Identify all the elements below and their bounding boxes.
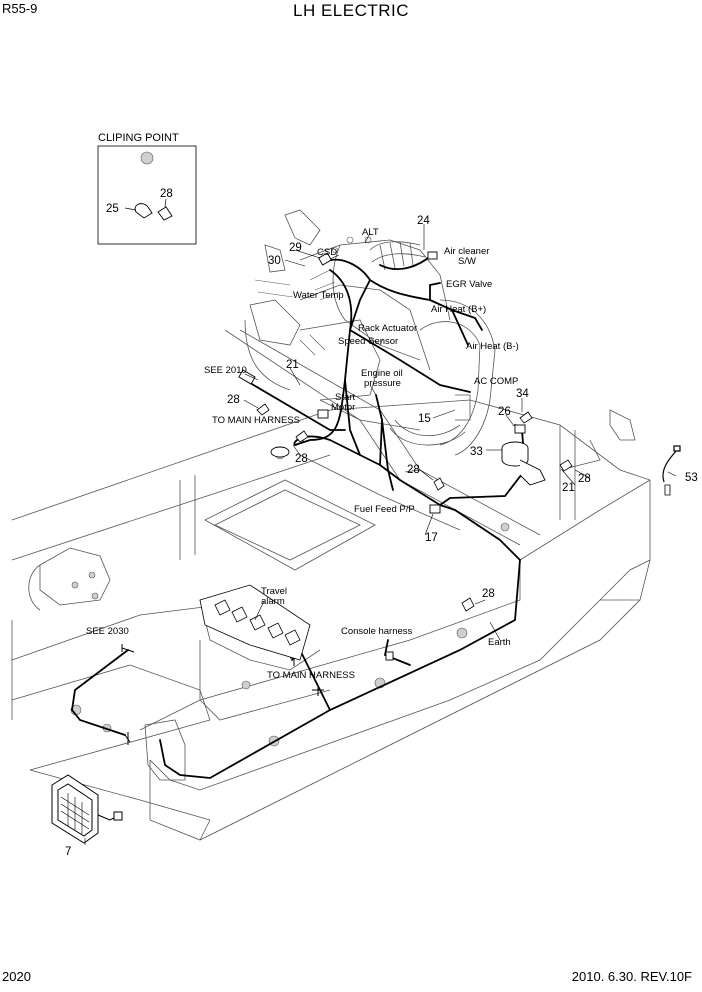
grommet-holes: [70, 450, 510, 747]
part-26: 26: [498, 406, 511, 418]
label-travel-alarm-2: alarm: [261, 596, 285, 607]
part-17: 17: [425, 532, 438, 544]
part-7: 7: [65, 846, 71, 858]
label-alt: ALT: [362, 227, 379, 238]
cliping-part-25: 25: [106, 203, 119, 215]
label-engine-oil-2: pressure: [364, 378, 401, 389]
part-21a: 21: [286, 359, 299, 371]
page-title: LH ELECTRIC: [292, 1, 410, 20]
label-travel-alarm-1: Travel: [261, 586, 287, 597]
part-53: 53: [685, 472, 698, 484]
part53-lead-icon: [662, 445, 681, 483]
part-28d: 28: [578, 473, 591, 485]
leader-lines: [84, 224, 677, 845]
label-egr-valve: EGR Valve: [446, 279, 492, 290]
label-start-motor-2: Motor: [331, 402, 355, 413]
wiring-harness: [71, 254, 526, 779]
part-30: 30: [268, 255, 281, 267]
cliping-point-box: [97, 145, 197, 245]
part-33: 33: [470, 446, 483, 458]
engine-block: [244, 209, 496, 456]
cliping-point-title: CLIPING POINT: [98, 132, 179, 144]
label-console-harness: Console harness: [341, 626, 413, 637]
part-28c: 28: [407, 464, 420, 476]
label-fuel-feed: Fuel Feed P/P: [354, 504, 415, 515]
part-24: 24: [417, 215, 430, 227]
ac-receiver-icon: [501, 441, 546, 486]
label-rack-actuator: Rack Actuator: [358, 323, 417, 334]
cliping-part-28: 28: [160, 188, 173, 200]
label-see-2030: SEE 2030: [86, 626, 129, 637]
label-speed-sensor: Speed Sensor: [338, 336, 398, 347]
label-to-main-harness-2: TO MAIN HARNESS: [267, 670, 355, 681]
label-air-cleaner-2: S/W: [458, 256, 476, 267]
engine-detail-lines: [254, 236, 372, 356]
label-air-cleaner-1: Air cleaner: [444, 246, 489, 257]
label-ac-comp: AC COMP: [474, 376, 518, 387]
label-see-2010: SEE 2010: [204, 365, 247, 376]
label-csd: CSD: [317, 247, 337, 258]
part-28e: 28: [482, 588, 495, 600]
work-lamp-icon: [51, 774, 123, 844]
part-28b: 28: [295, 453, 308, 465]
label-water-temp: Water Temp: [293, 290, 344, 301]
part-15: 15: [418, 413, 431, 425]
bolt-icons: [256, 403, 671, 612]
part-28a: 28: [227, 394, 240, 406]
part-34: 34: [516, 388, 529, 400]
part-21b: 21: [562, 482, 575, 494]
page-number: 2020: [2, 969, 31, 984]
connectors: [238, 251, 526, 661]
label-to-main-harness-1: TO MAIN HARNESS: [212, 415, 300, 426]
harness-ends: [121, 432, 324, 745]
valve-block-icon: [199, 584, 311, 661]
label-earth: Earth: [488, 637, 511, 648]
label-engine-oil-1: Engine oil: [361, 368, 403, 379]
label-air-heat-minus: Air Heat (B-): [466, 341, 519, 352]
part-29: 29: [289, 242, 302, 254]
label-air-heat-plus: Air Heat (B+): [431, 304, 486, 315]
model-code: R55-9: [2, 1, 38, 16]
label-start-motor-1: Start: [335, 392, 355, 403]
revision-date: 2010. 6.30. REV.10F: [571, 969, 692, 984]
